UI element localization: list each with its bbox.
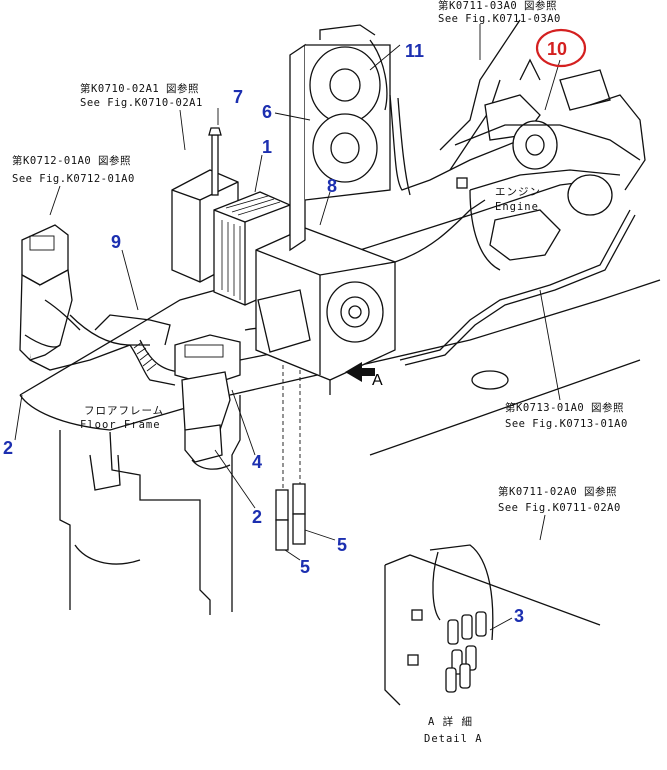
ref-k0713-01a0-en: See Fig.K0713-01A0 [505,418,628,430]
ref-k0711-02a0-jp: 第K0711-02A0 図参照 [498,485,617,498]
callout-4: 4 [252,452,262,472]
callout-5-left: 5 [300,557,310,577]
left-duct-drawing [19,224,150,371]
detail-a-label-jp: A 詳 細 [428,715,473,728]
callout-6: 6 [262,102,272,122]
view-arrow-a [345,362,375,382]
ref-k0711-03a0-jp: 第K0711-03A0 図参照 [438,0,557,12]
callout-1: 1 [262,137,272,157]
callout-2-left: 2 [3,438,13,458]
callout-8: 8 [327,176,337,196]
ref-k0713-01a0-jp: 第K0713-01A0 図参照 [505,401,624,414]
view-a-label: A [372,372,383,389]
callout-9: 9 [111,232,121,252]
floor-frame-label-jp: フロアフレーム [84,405,164,417]
ref-k0711-02a0-en: See Fig.K0711-02A0 [498,502,621,514]
pulley-assembly-drawing [289,24,391,252]
callout-2-center: 2 [252,507,262,527]
ref-k0711-03a0-en: See Fig.K0711-03A0 [438,13,561,25]
callout-11: 11 [405,41,424,61]
center-duct-drawing [174,327,291,470]
engine-drawing [439,19,646,390]
detail-a-label-en: Detail A [424,733,483,745]
floor-frame-label-en: Floor Frame [80,419,161,431]
ref-k0710-02a1-en: See Fig.K0710-02A1 [80,97,203,109]
ref-k0712-01a0-jp: 第K0712-01A0 図参照 [12,154,131,167]
ref-k0710-02a1-jp: 第K0710-02A1 図参照 [80,82,199,95]
blower-unit-drawing [255,227,396,395]
flex-hose-drawing [69,314,181,386]
callout-7: 7 [233,87,243,107]
callout-10: 10 [547,39,567,59]
callout-5-right: 5 [337,535,347,555]
engine-label-en: Engine [495,201,539,213]
callout-10-highlight: 10 [535,28,587,68]
hose-run-drawing [389,94,636,366]
leader-lines [14,24,561,631]
detail-a-inset [384,544,601,706]
callout-3: 3 [514,606,524,626]
ref-k0712-01a0-en: See Fig.K0712-01A0 [12,173,135,185]
engine-label-jp: エンジン [495,186,541,198]
